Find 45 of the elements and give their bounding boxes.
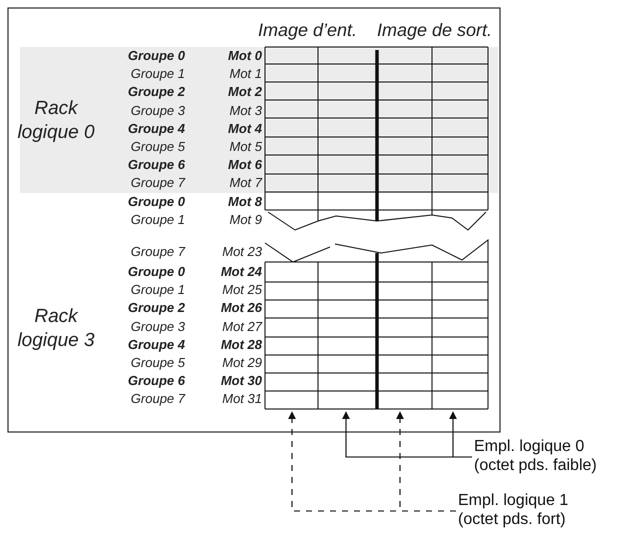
- group-label: Groupe 6: [128, 156, 185, 174]
- word-label: Mot 0: [228, 47, 262, 65]
- word-label: Mot 3: [229, 102, 262, 120]
- group-label: Groupe 2: [128, 299, 185, 318]
- word-label: Mot 9: [229, 210, 262, 229]
- word-label: Mot 24: [220, 263, 262, 281]
- leader-arrow: [449, 411, 472, 458]
- group-label: Groupe 1: [130, 210, 185, 229]
- group-label: Groupe 7: [130, 243, 185, 261]
- word-label: Mot 5: [229, 138, 262, 156]
- word-label: Mot 2: [228, 83, 262, 102]
- word-label: Mot 7: [229, 174, 262, 192]
- column-header: Image de sort.: [377, 19, 492, 41]
- group-label: Groupe 5: [130, 354, 185, 372]
- group-label: Groupe 6: [128, 372, 185, 390]
- word-label: Mot 29: [222, 354, 262, 372]
- word-label: Mot 8: [228, 192, 262, 211]
- group-label: Groupe 4: [128, 120, 185, 138]
- group-label: Groupe 0: [128, 192, 185, 211]
- group-label: Groupe 3: [130, 318, 185, 336]
- column-header: Image d’ent.: [258, 19, 358, 41]
- callout-text: Empl. logique 1 (octet pds. fort): [458, 491, 608, 529]
- group-label: Groupe 1: [130, 281, 185, 300]
- word-label: Mot 28: [220, 336, 262, 354]
- rack-label: Rack logique 0: [16, 97, 96, 145]
- word-label: Mot 27: [222, 318, 262, 336]
- word-label: Mot 31: [222, 390, 262, 408]
- group-label: Groupe 0: [128, 263, 185, 281]
- word-label: Mot 4: [228, 120, 262, 138]
- group-label: Groupe 2: [128, 83, 185, 102]
- word-label: Mot 1: [229, 65, 262, 84]
- word-label: Mot 25: [222, 281, 262, 300]
- callout-text: Empl. logique 0 (octet pds. faible): [474, 437, 624, 475]
- rack-label: Rack logique 3: [16, 305, 96, 353]
- group-label: Groupe 7: [130, 174, 185, 192]
- word-label: Mot 26: [220, 299, 262, 318]
- word-label: Mot 23: [222, 243, 262, 261]
- group-label: Groupe 7: [130, 390, 185, 408]
- group-label: Groupe 1: [130, 65, 185, 84]
- word-label: Mot 30: [220, 372, 262, 390]
- group-label: Groupe 5: [130, 138, 185, 156]
- word-label: Mot 6: [228, 156, 262, 174]
- group-label: Groupe 3: [130, 102, 185, 120]
- group-label: Groupe 4: [128, 336, 185, 354]
- group-label: Groupe 0: [128, 47, 185, 65]
